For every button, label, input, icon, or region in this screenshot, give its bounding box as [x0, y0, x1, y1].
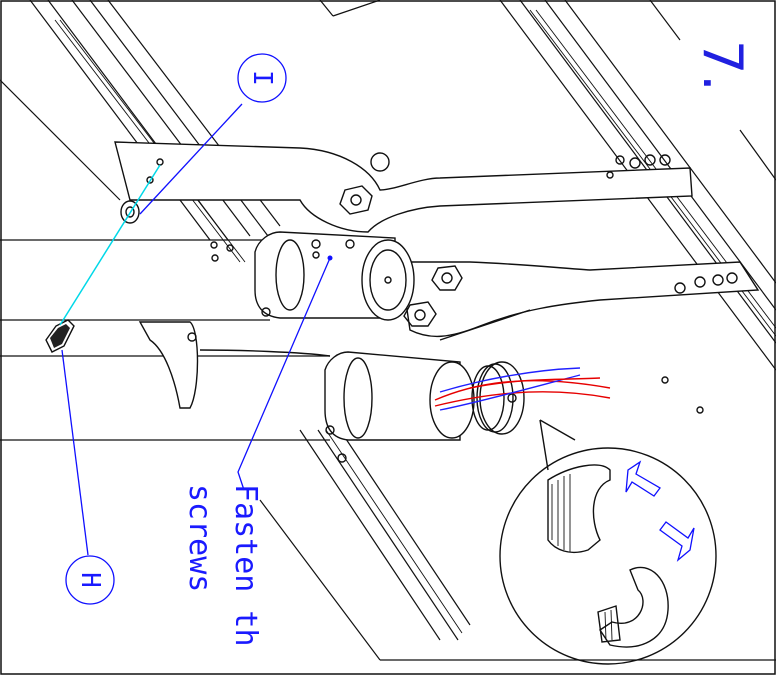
lower-bracket-arm [399, 261, 760, 414]
instruction-line-1: Fasten th [228, 484, 263, 647]
bolt-part-h [45, 319, 75, 353]
step-number: 7. [691, 40, 754, 92]
leader-dot [327, 255, 333, 261]
instruction-leader [237, 257, 331, 491]
callout-i: I [139, 53, 287, 215]
upper-tube-clamp [210, 231, 415, 321]
callout-i-label: I [247, 70, 277, 86]
callout-h-label: H [75, 572, 105, 588]
cable-wires [434, 367, 611, 411]
instruction-line-2: screws [182, 484, 217, 592]
support-tubes [0, 239, 331, 441]
alignment-line [59, 164, 161, 326]
callout-h: H [61, 349, 115, 605]
lower-tube-clamp [324, 351, 475, 463]
upper-bracket-arm [114, 141, 693, 233]
wall-rail-upper [29, 0, 281, 263]
detail-view [499, 419, 717, 665]
end-cap-plug [471, 361, 525, 435]
wall-rail-lower [299, 0, 776, 641]
